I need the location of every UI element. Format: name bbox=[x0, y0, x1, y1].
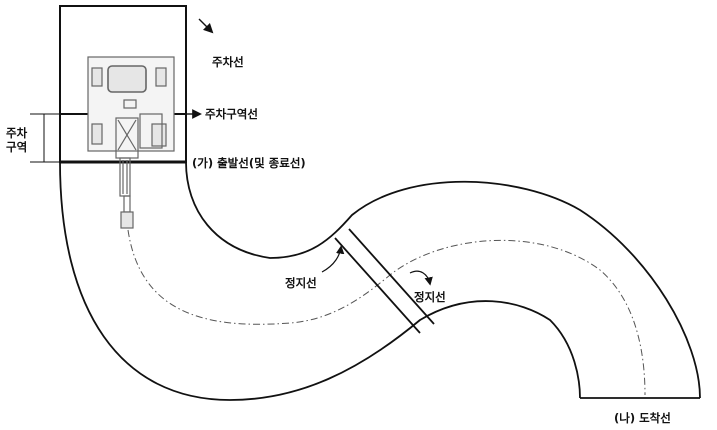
start-line-label: (가) 출발선(및 종료선) bbox=[192, 156, 306, 170]
excavator-icon bbox=[87, 56, 175, 229]
stop-line-right-arrow bbox=[409, 270, 433, 286]
finish-line-label: (나) 도착선 bbox=[614, 411, 671, 425]
course-outer-boundary bbox=[59, 161, 581, 401]
parking-line-arrow bbox=[198, 18, 214, 34]
stop-line-right-label: 정지선 bbox=[414, 290, 446, 304]
parking-zone-left-label-1: 주차 bbox=[6, 126, 28, 140]
parking-zone-dimension bbox=[30, 113, 60, 163]
stop-line-left-label: 정지선 bbox=[285, 276, 317, 290]
course-inner-boundary bbox=[185, 161, 701, 399]
parking-zone-left-label-2: 구역 bbox=[6, 140, 27, 154]
parking-zone-line-label: 주차구역선 bbox=[205, 107, 258, 121]
stop-line-a bbox=[334, 237, 421, 334]
parking-line-label: 주차선 bbox=[212, 55, 244, 69]
stop-line-left-arrow bbox=[321, 245, 345, 273]
stop-line-b bbox=[348, 228, 435, 325]
center-path bbox=[127, 229, 646, 396]
